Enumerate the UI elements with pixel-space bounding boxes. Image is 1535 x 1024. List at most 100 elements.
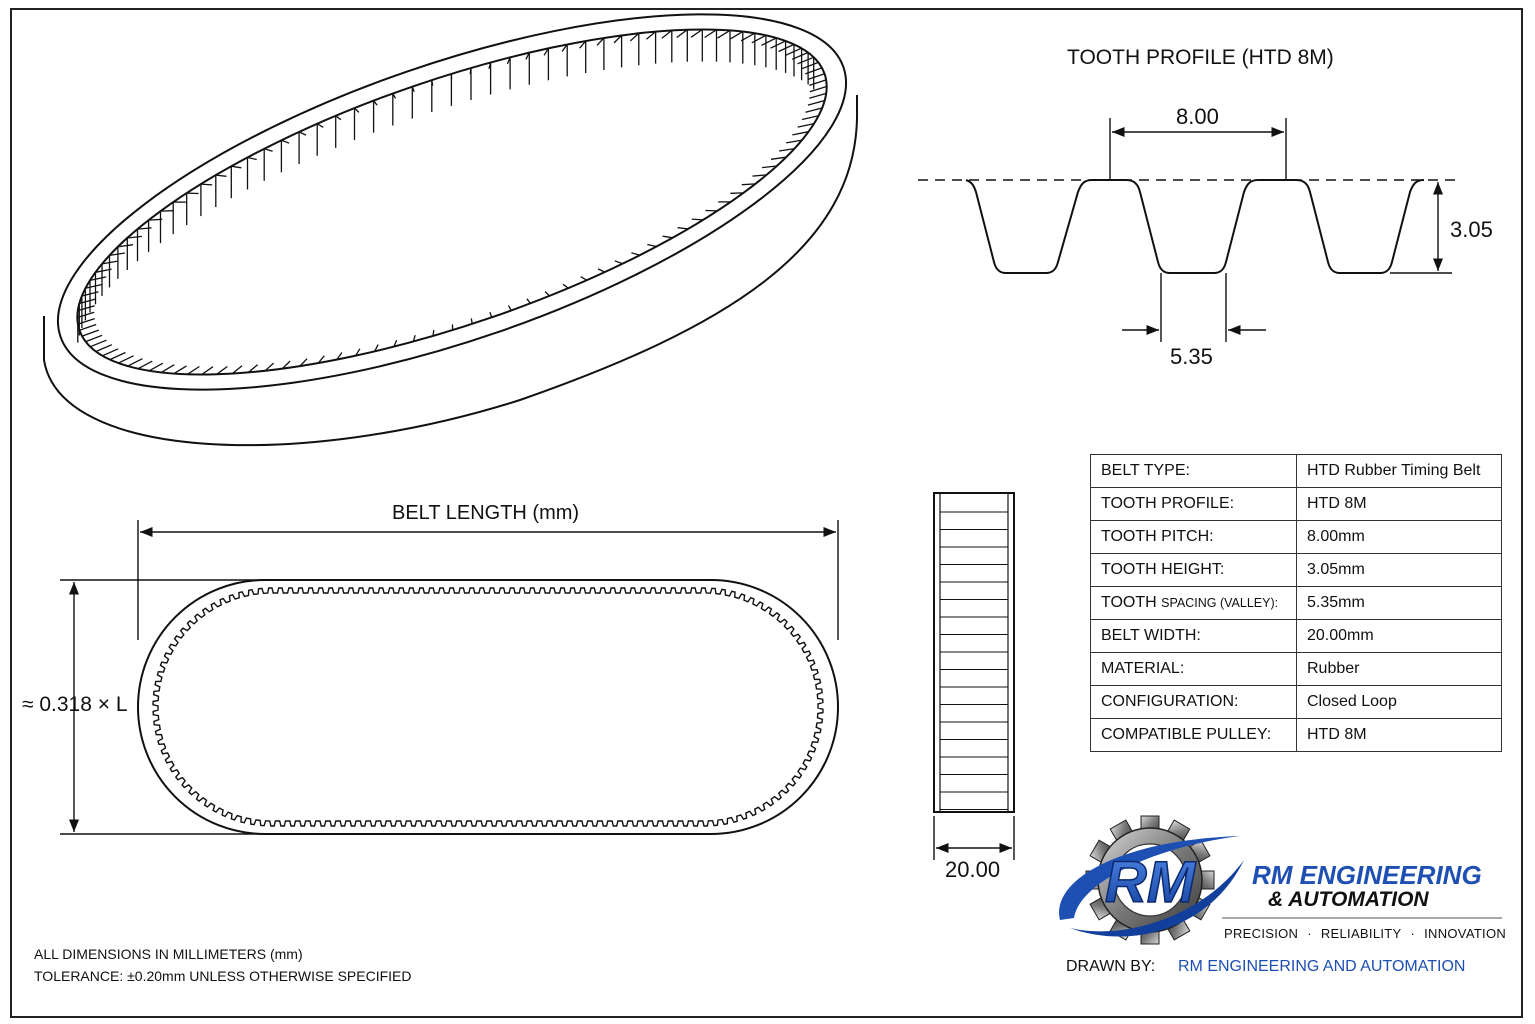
belt-side-teeth — [940, 511, 1008, 811]
belt-3d-tooth — [200, 183, 213, 186]
table-row: MATERIAL:Rubber — [1090, 652, 1502, 686]
spec-key-main: TOOTH — [1101, 594, 1162, 611]
belt-3d-tooth — [109, 351, 126, 361]
belt-3d-tooth — [77, 317, 95, 325]
belt-3d-tooth — [809, 92, 827, 99]
note-units: ALL DIMENSIONS IN MILLIMETERS (mm) — [34, 946, 303, 962]
spec-value: Closed Loop — [1296, 685, 1502, 719]
tooth-profile-outline — [965, 179, 1425, 274]
table-row: TOOTH PROFILE:HTD 8M — [1090, 487, 1502, 521]
belt-3d-tooth — [809, 85, 827, 93]
company-name: RM ENGINEERING — [1252, 860, 1482, 890]
belt-3d-tooth — [231, 165, 242, 169]
belt-3d-tooth — [807, 99, 825, 106]
belt-3d-tooth — [778, 43, 795, 53]
belt-3d-tooth — [173, 365, 187, 375]
table-row: BELT TYPE:HTD Rubber Timing Belt — [1090, 454, 1502, 488]
belt-3d-tooth — [741, 183, 756, 186]
belt-3d-tooth — [160, 364, 175, 373]
spec-value: 3.05mm — [1296, 553, 1502, 587]
pitch-label: 8.00 — [1176, 104, 1219, 129]
table-row: CONFIGURATION:Closed Loop — [1090, 685, 1502, 719]
tagline-item: RELIABILITY — [1320, 926, 1402, 941]
belt-3d-tooth — [805, 67, 823, 75]
belt-3d-tooth — [797, 122, 815, 128]
belt-3d-tooth — [645, 31, 657, 40]
belt-3d-tooth — [792, 131, 809, 136]
belt-length-view — [60, 520, 839, 835]
spec-key: BELT TYPE: — [1090, 454, 1297, 488]
note-tolerance: TOLERANCE: ±0.20mm UNLESS OTHERWISE SPEC… — [34, 968, 412, 984]
spec-value: 20.00mm — [1296, 619, 1502, 653]
height-ratio-label: ≈ 0.318 × L — [22, 693, 128, 716]
belt-3d-tooth — [85, 283, 103, 289]
belt-width-label: 20.00 — [945, 857, 1001, 882]
belt-3d-tooth — [752, 174, 767, 177]
spec-key: TOOTH HEIGHT: — [1090, 553, 1297, 587]
belt-3d-tooth — [127, 358, 143, 367]
tooth-profile-view — [918, 118, 1460, 342]
belt-3d-tooth — [79, 323, 97, 331]
spec-key: CONFIGURATION: — [1090, 685, 1297, 719]
table-row: BELT WIDTH:20.00mm — [1090, 619, 1502, 653]
belt-3d-tooth — [751, 34, 767, 44]
drawn-by-value: RM ENGINEERING AND AUTOMATION — [1178, 958, 1466, 975]
belt-3d-tooth — [729, 31, 744, 40]
belt-3d-tooth — [691, 218, 704, 221]
belt-3d-tooth — [805, 107, 823, 113]
tooth-profile-title: TOOTH PROFILE (HTD 8M) — [1067, 46, 1334, 69]
rm-monogram: RM — [1105, 850, 1197, 915]
spec-value: 5.35mm — [1296, 586, 1502, 620]
spec-value: Rubber — [1296, 652, 1502, 686]
drawing-border — [10, 8, 1523, 1018]
swoosh-icon — [1059, 836, 1240, 920]
belt-3d-tooth — [761, 37, 777, 46]
company-logo: RM — [1059, 815, 1502, 945]
belt-3d-tooth — [85, 334, 103, 343]
belt-3d-tooth — [247, 364, 259, 373]
spec-key: TOOTH SPACING (VALLEY): — [1090, 586, 1297, 620]
belt-3d-tooth — [95, 344, 113, 353]
belt-3d-tooth — [216, 365, 228, 375]
spec-key: MATERIAL: — [1090, 652, 1297, 686]
belt-3d-tooth — [89, 276, 107, 282]
belt-3d-tooth — [231, 365, 243, 375]
belt-3d-tooth — [662, 235, 673, 239]
belt-width-view — [933, 492, 1015, 860]
belt-3d-tooth — [786, 139, 803, 144]
spec-value: HTD Rubber Timing Belt — [1296, 454, 1502, 488]
belt-3d-tooth — [717, 29, 731, 39]
spec-value: 8.00mm — [1296, 520, 1502, 554]
belt-3d-tooth — [579, 40, 587, 49]
table-row: TOOTH PITCH:8.00mm — [1090, 520, 1502, 554]
belt-3d-tooth — [785, 47, 802, 56]
belt-3d-outer-top-edge — [56, 13, 848, 391]
belt-3d-view — [43, 13, 859, 447]
spec-key: COMPATIBLE PULLEY: — [1090, 718, 1297, 752]
belt-3d-bottom-edge — [43, 95, 859, 447]
belt-3d-tooth — [704, 29, 717, 39]
belt-3d-tooth — [596, 37, 605, 46]
belt-outer-outline — [137, 579, 839, 835]
belt-3d-tooth — [118, 355, 134, 364]
table-row: TOOTH HEIGHT:3.05mm — [1090, 553, 1502, 587]
belt-3d-tooth — [127, 235, 142, 239]
company-tagline: PRECISION·RELIABILITY·INNOVATION — [1224, 926, 1506, 941]
height-label: 3.05 — [1450, 217, 1493, 242]
belt-3d-tooth — [801, 115, 819, 121]
belt-3d-tooth — [117, 244, 134, 248]
belt-3d-tooth — [809, 79, 827, 87]
belt-3d-tooth — [631, 252, 640, 256]
belt-3d-tooth — [187, 365, 200, 375]
belt-3d-tooth — [264, 362, 275, 372]
spacing-label: 5.35 — [1170, 344, 1213, 369]
spec-key: TOOTH PROFILE: — [1090, 487, 1297, 521]
belt-3d-tooth — [137, 360, 153, 370]
belt-3d-tooth — [317, 355, 325, 364]
spec-value: HTD 8M — [1296, 487, 1502, 521]
belt-side-outline — [933, 492, 1015, 813]
belt-3d-tooth — [740, 32, 756, 42]
drawn-by-label: DRAWN BY: — [1066, 958, 1156, 975]
belt-inner-teeth — [152, 587, 824, 827]
belt-3d-tooth — [690, 28, 703, 38]
